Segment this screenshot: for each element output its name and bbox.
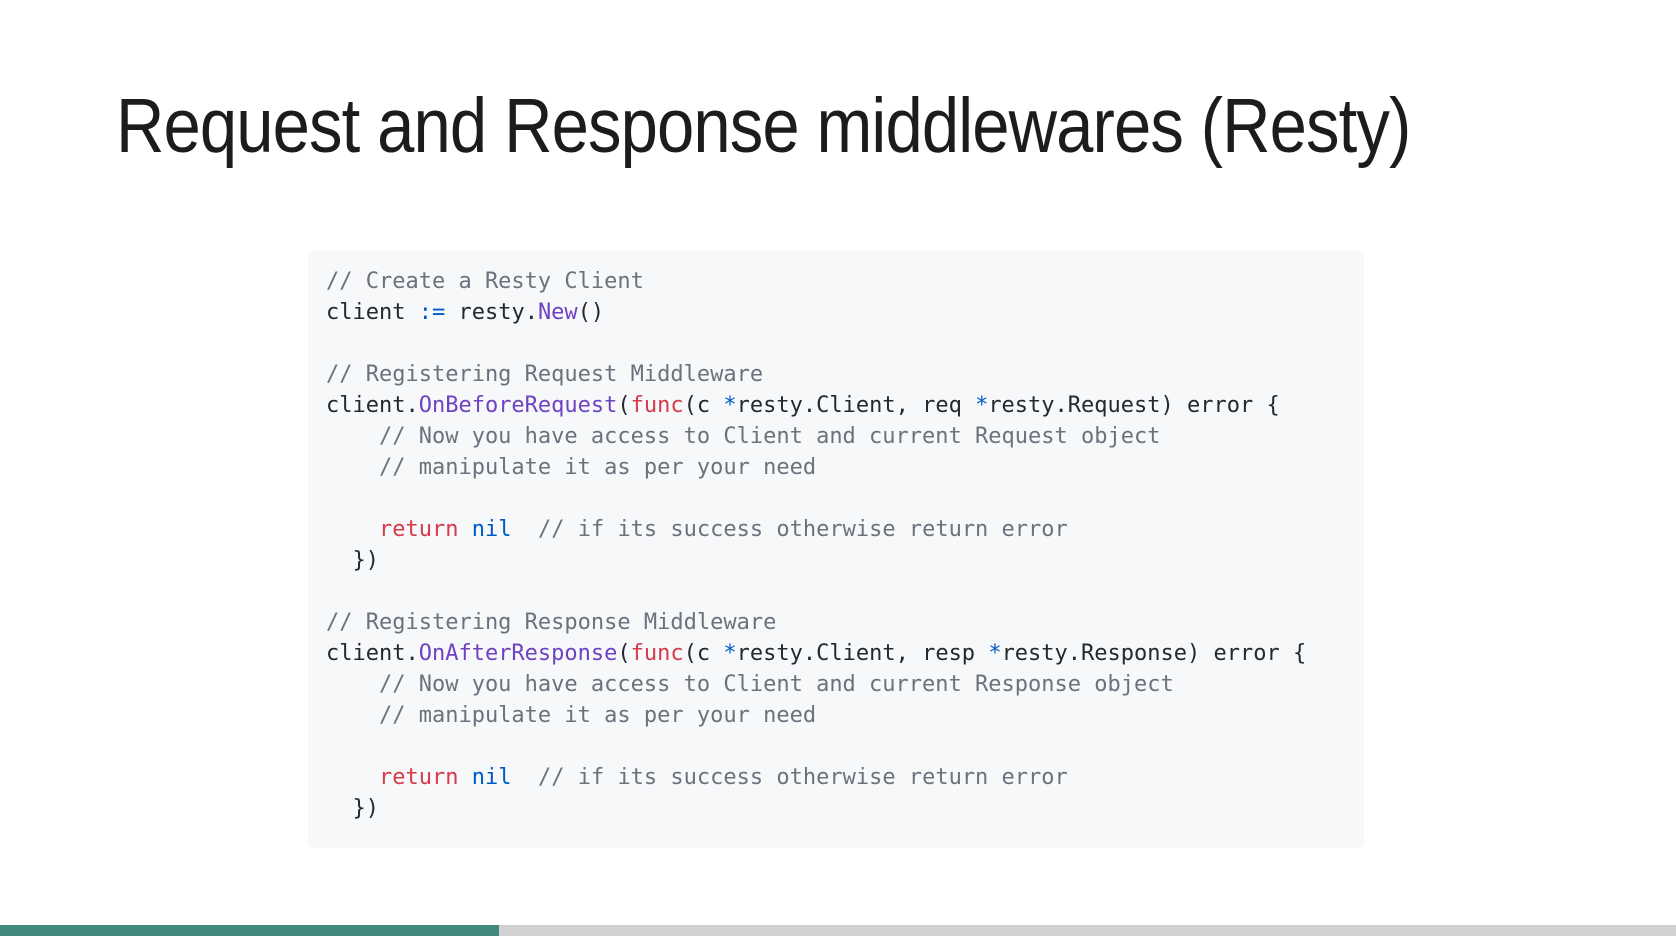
- code-block: // Create a Resty Client client := resty.…: [308, 250, 1364, 848]
- code-line: client := resty.New(): [326, 297, 1346, 328]
- code-token-plain: resty.Client, resp: [736, 641, 989, 666]
- code-line: }): [326, 793, 1346, 824]
- progress-bar: [0, 925, 500, 936]
- code-token-plain: client: [326, 300, 419, 325]
- code-token-plain: resty.Request) error {: [988, 393, 1280, 418]
- code-token-comment: // Now you have access to Client and cur…: [326, 424, 1161, 449]
- code-line: // Registering Response Middleware: [326, 607, 1346, 638]
- code-token-plain: client.: [326, 641, 419, 666]
- code-token-plain: }): [326, 796, 379, 821]
- code-token-plain: [511, 517, 538, 542]
- code-line: }): [326, 545, 1346, 576]
- code-token-plain: (c: [683, 393, 724, 418]
- code-token-comment: // manipulate it as per your need: [326, 455, 817, 480]
- code-token-plain: (): [577, 300, 605, 325]
- code-line: // manipulate it as per your need: [326, 700, 1346, 731]
- code-line: // manipulate it as per your need: [326, 452, 1346, 483]
- code-line: // Create a Resty Client: [326, 266, 1346, 297]
- code-line: // Now you have access to Client and cur…: [326, 669, 1346, 700]
- code-token-const: *: [975, 393, 989, 418]
- code-line: [326, 576, 1346, 607]
- code-token-const: nil: [471, 517, 512, 542]
- code-token-comment: // manipulate it as per your need: [326, 703, 817, 728]
- code-content: // Create a Resty Client client := resty.…: [326, 266, 1346, 824]
- code-token-keyword: func: [630, 641, 684, 666]
- code-token-const: nil: [471, 765, 512, 790]
- code-token-entity: New: [537, 300, 578, 325]
- code-token-comment: // Now you have access to Client and cur…: [326, 672, 1174, 697]
- code-line: [326, 731, 1346, 762]
- code-line: return nil // if its success otherwise r…: [326, 514, 1346, 545]
- progress-track: [0, 925, 1676, 936]
- code-token-plain: (: [617, 393, 631, 418]
- code-line: return nil // if its success otherwise r…: [326, 762, 1346, 793]
- code-token-plain: resty.: [445, 300, 538, 325]
- code-token-plain: (c: [683, 641, 724, 666]
- code-line: [326, 328, 1346, 359]
- code-token-plain: [511, 765, 538, 790]
- code-token-plain: resty.Client, req: [736, 393, 976, 418]
- code-line: [326, 483, 1346, 514]
- code-token-const: *: [988, 641, 1002, 666]
- code-token-plain: }): [326, 548, 379, 573]
- code-token-plain: [326, 517, 379, 542]
- code-token-comment: // Registering Request Middleware: [326, 362, 764, 387]
- code-token-comment: // Registering Response Middleware: [326, 610, 777, 635]
- code-token-entity: OnBeforeRequest: [418, 393, 618, 418]
- code-line: // Now you have access to Client and cur…: [326, 421, 1346, 452]
- code-token-keyword: return: [378, 765, 459, 790]
- code-token-plain: resty.Response) error {: [1001, 641, 1307, 666]
- code-token-const: :=: [418, 300, 446, 325]
- code-token-comment: // Create a Resty Client: [326, 269, 644, 294]
- code-line: // Registering Request Middleware: [326, 359, 1346, 390]
- code-token-plain: client.: [326, 393, 419, 418]
- code-token-keyword: return: [378, 517, 459, 542]
- code-token-entity: OnAfterResponse: [418, 641, 618, 666]
- code-token-plain: (: [617, 641, 631, 666]
- code-token-keyword: func: [630, 393, 684, 418]
- code-line: client.OnAfterResponse(func(c *resty.Cli…: [326, 638, 1346, 669]
- code-token-const: *: [723, 641, 737, 666]
- code-token-const: *: [723, 393, 737, 418]
- code-token-plain: [458, 765, 471, 790]
- code-line: client.OnBeforeRequest(func(c *resty.Cli…: [326, 390, 1346, 421]
- code-token-comment: // if its success otherwise return error: [537, 765, 1068, 790]
- code-token-plain: [326, 765, 379, 790]
- code-token-plain: [458, 517, 471, 542]
- code-token-comment: // if its success otherwise return error: [537, 517, 1068, 542]
- slide-title: Request and Response middlewares (Resty): [116, 83, 1411, 169]
